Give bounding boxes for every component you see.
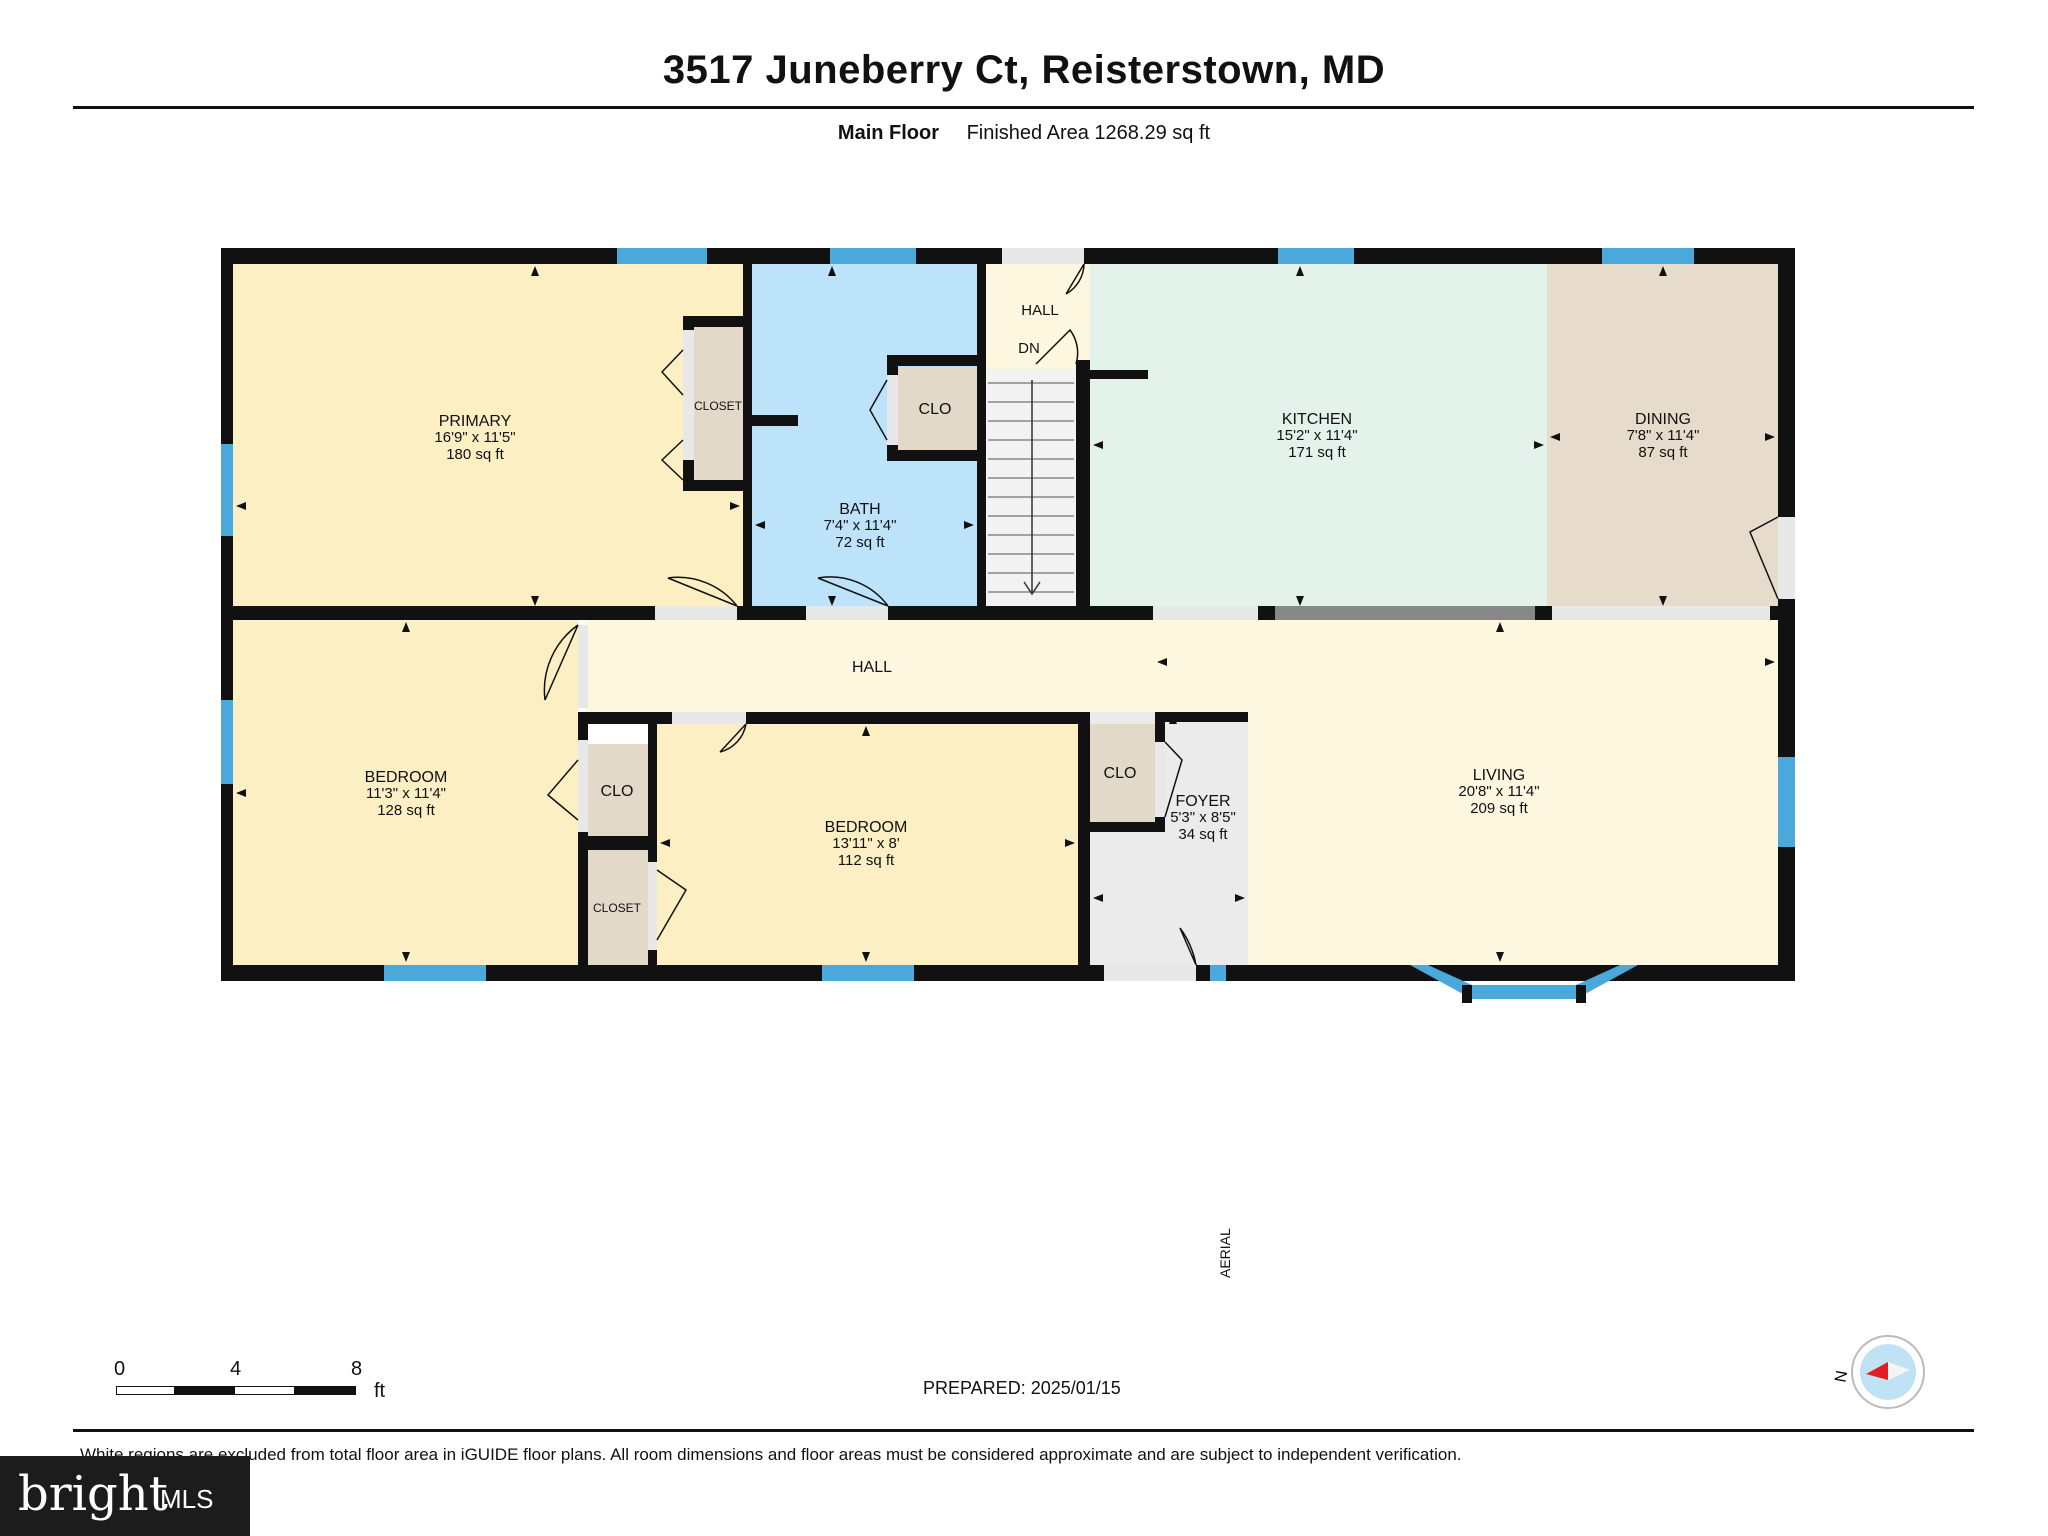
dimension-arrows (236, 266, 1775, 962)
top-divider (73, 106, 1974, 109)
scale-unit: ft (374, 1380, 386, 1402)
compass-north-label: N (1832, 1369, 1851, 1383)
primary-area: 180 sq ft (446, 446, 504, 463)
kitchen-counter (1275, 606, 1535, 620)
kitchen-dims: 15'2" x 11'4" (1276, 427, 1357, 444)
bath-area: 72 sq ft (835, 534, 885, 551)
bedroom2-area: 112 sq ft (838, 852, 895, 869)
room-living (1248, 712, 1778, 965)
scale-tick-8: 8 (351, 1358, 363, 1380)
room-foyer-closet (1090, 724, 1155, 824)
finished-area: Finished Area 1268.29 sq ft (966, 122, 1211, 144)
living-name: LIVING (1473, 767, 1525, 784)
room-bedroom1-closet (588, 850, 648, 965)
living-area: 209 sq ft (1470, 800, 1528, 817)
dining-dims: 7'8" x 11'4" (1627, 427, 1700, 444)
bedroom1-dims: 11'3" x 11'4" (366, 785, 446, 802)
bath-dims: 7'4" x 11'4" (824, 517, 897, 534)
living-dims: 20'8" x 11'4" (1458, 783, 1539, 800)
room-bedroom1 (233, 620, 578, 965)
bedroom2-name: BEDROOM (825, 819, 908, 836)
door-openings (578, 248, 1795, 981)
room-dining (1547, 264, 1778, 611)
room-stairs (986, 369, 1076, 611)
bedroom1-name: BEDROOM (365, 769, 448, 786)
bedroom1-closet-name: CLOSET (593, 901, 642, 915)
primary-closet-name: CLOSET (694, 399, 743, 413)
kitchen-name: KITCHEN (1282, 411, 1352, 428)
bedroom1-clo-name: CLO (601, 783, 634, 800)
bedroom2-dims: 13'11" x 8' (832, 835, 900, 852)
compass-icon: N (1832, 1335, 1925, 1409)
room-bedroom2 (657, 724, 1078, 965)
primary-dims: 16'9" x 11'5" (434, 429, 515, 446)
bay-window-frame (1462, 985, 1586, 1003)
stair-treads (988, 380, 1074, 596)
room-primary (233, 264, 743, 611)
prepared-date: PREPARED: 2025/01/15 (923, 1378, 1121, 1398)
foyer-area: 34 sq ft (1178, 826, 1228, 843)
hall-top-name: HALL (1021, 302, 1059, 319)
scale-segment-1 (116, 1386, 176, 1395)
room-kitchen (1090, 264, 1547, 611)
hall-name: HALL (852, 659, 892, 676)
kitchen-area: 171 sq ft (1288, 444, 1346, 461)
windows (221, 248, 1795, 999)
stairs-down-label: DN (1018, 340, 1040, 357)
scale-segment-4 (294, 1386, 356, 1395)
scale-tick-0: 0 (114, 1358, 126, 1380)
scale-segment-3 (234, 1386, 296, 1395)
floor-name: Main Floor (837, 122, 940, 144)
foyer-dims: 5'3" x 8'5" (1170, 809, 1236, 826)
floor-subheading: Main Floor Finished Area 1268.29 sq ft (0, 122, 2048, 145)
foyer-name: FOYER (1175, 793, 1230, 810)
room-hall (585, 620, 1778, 712)
kitchen-opening-left (1153, 606, 1258, 620)
room-bedroom1-clo (588, 744, 648, 836)
door-swings (543, 263, 1779, 966)
dining-area: 87 sq ft (1638, 444, 1688, 461)
room-bath-closet (893, 367, 977, 451)
bottom-divider (73, 1429, 1974, 1432)
scale-bar: 0 4 8 ft (112, 1358, 412, 1408)
aerial-label: AERIAL (1217, 1228, 1233, 1278)
scale-tick-4: 4 (230, 1358, 242, 1380)
bright-mls-logo: bright MLS (0, 1456, 250, 1536)
primary-name: PRIMARY (439, 413, 512, 430)
page-title: 3517 Juneberry Ct, Reisterstown, MD (662, 48, 1386, 92)
bath-clo-name: CLO (919, 401, 952, 418)
foyer-clo-name: CLO (1104, 765, 1137, 782)
scale-segment-2 (174, 1386, 236, 1395)
dining-name: DINING (1635, 411, 1691, 428)
logo-brand: bright (18, 1466, 168, 1522)
bedroom1-area: 128 sq ft (377, 802, 435, 819)
room-primary-closet (691, 325, 743, 487)
disclaimer-text: White regions are excluded from total fl… (80, 1445, 1462, 1464)
bath-name: BATH (839, 501, 880, 518)
logo-suffix: MLS (160, 1484, 214, 1514)
dining-opening (1552, 606, 1770, 620)
